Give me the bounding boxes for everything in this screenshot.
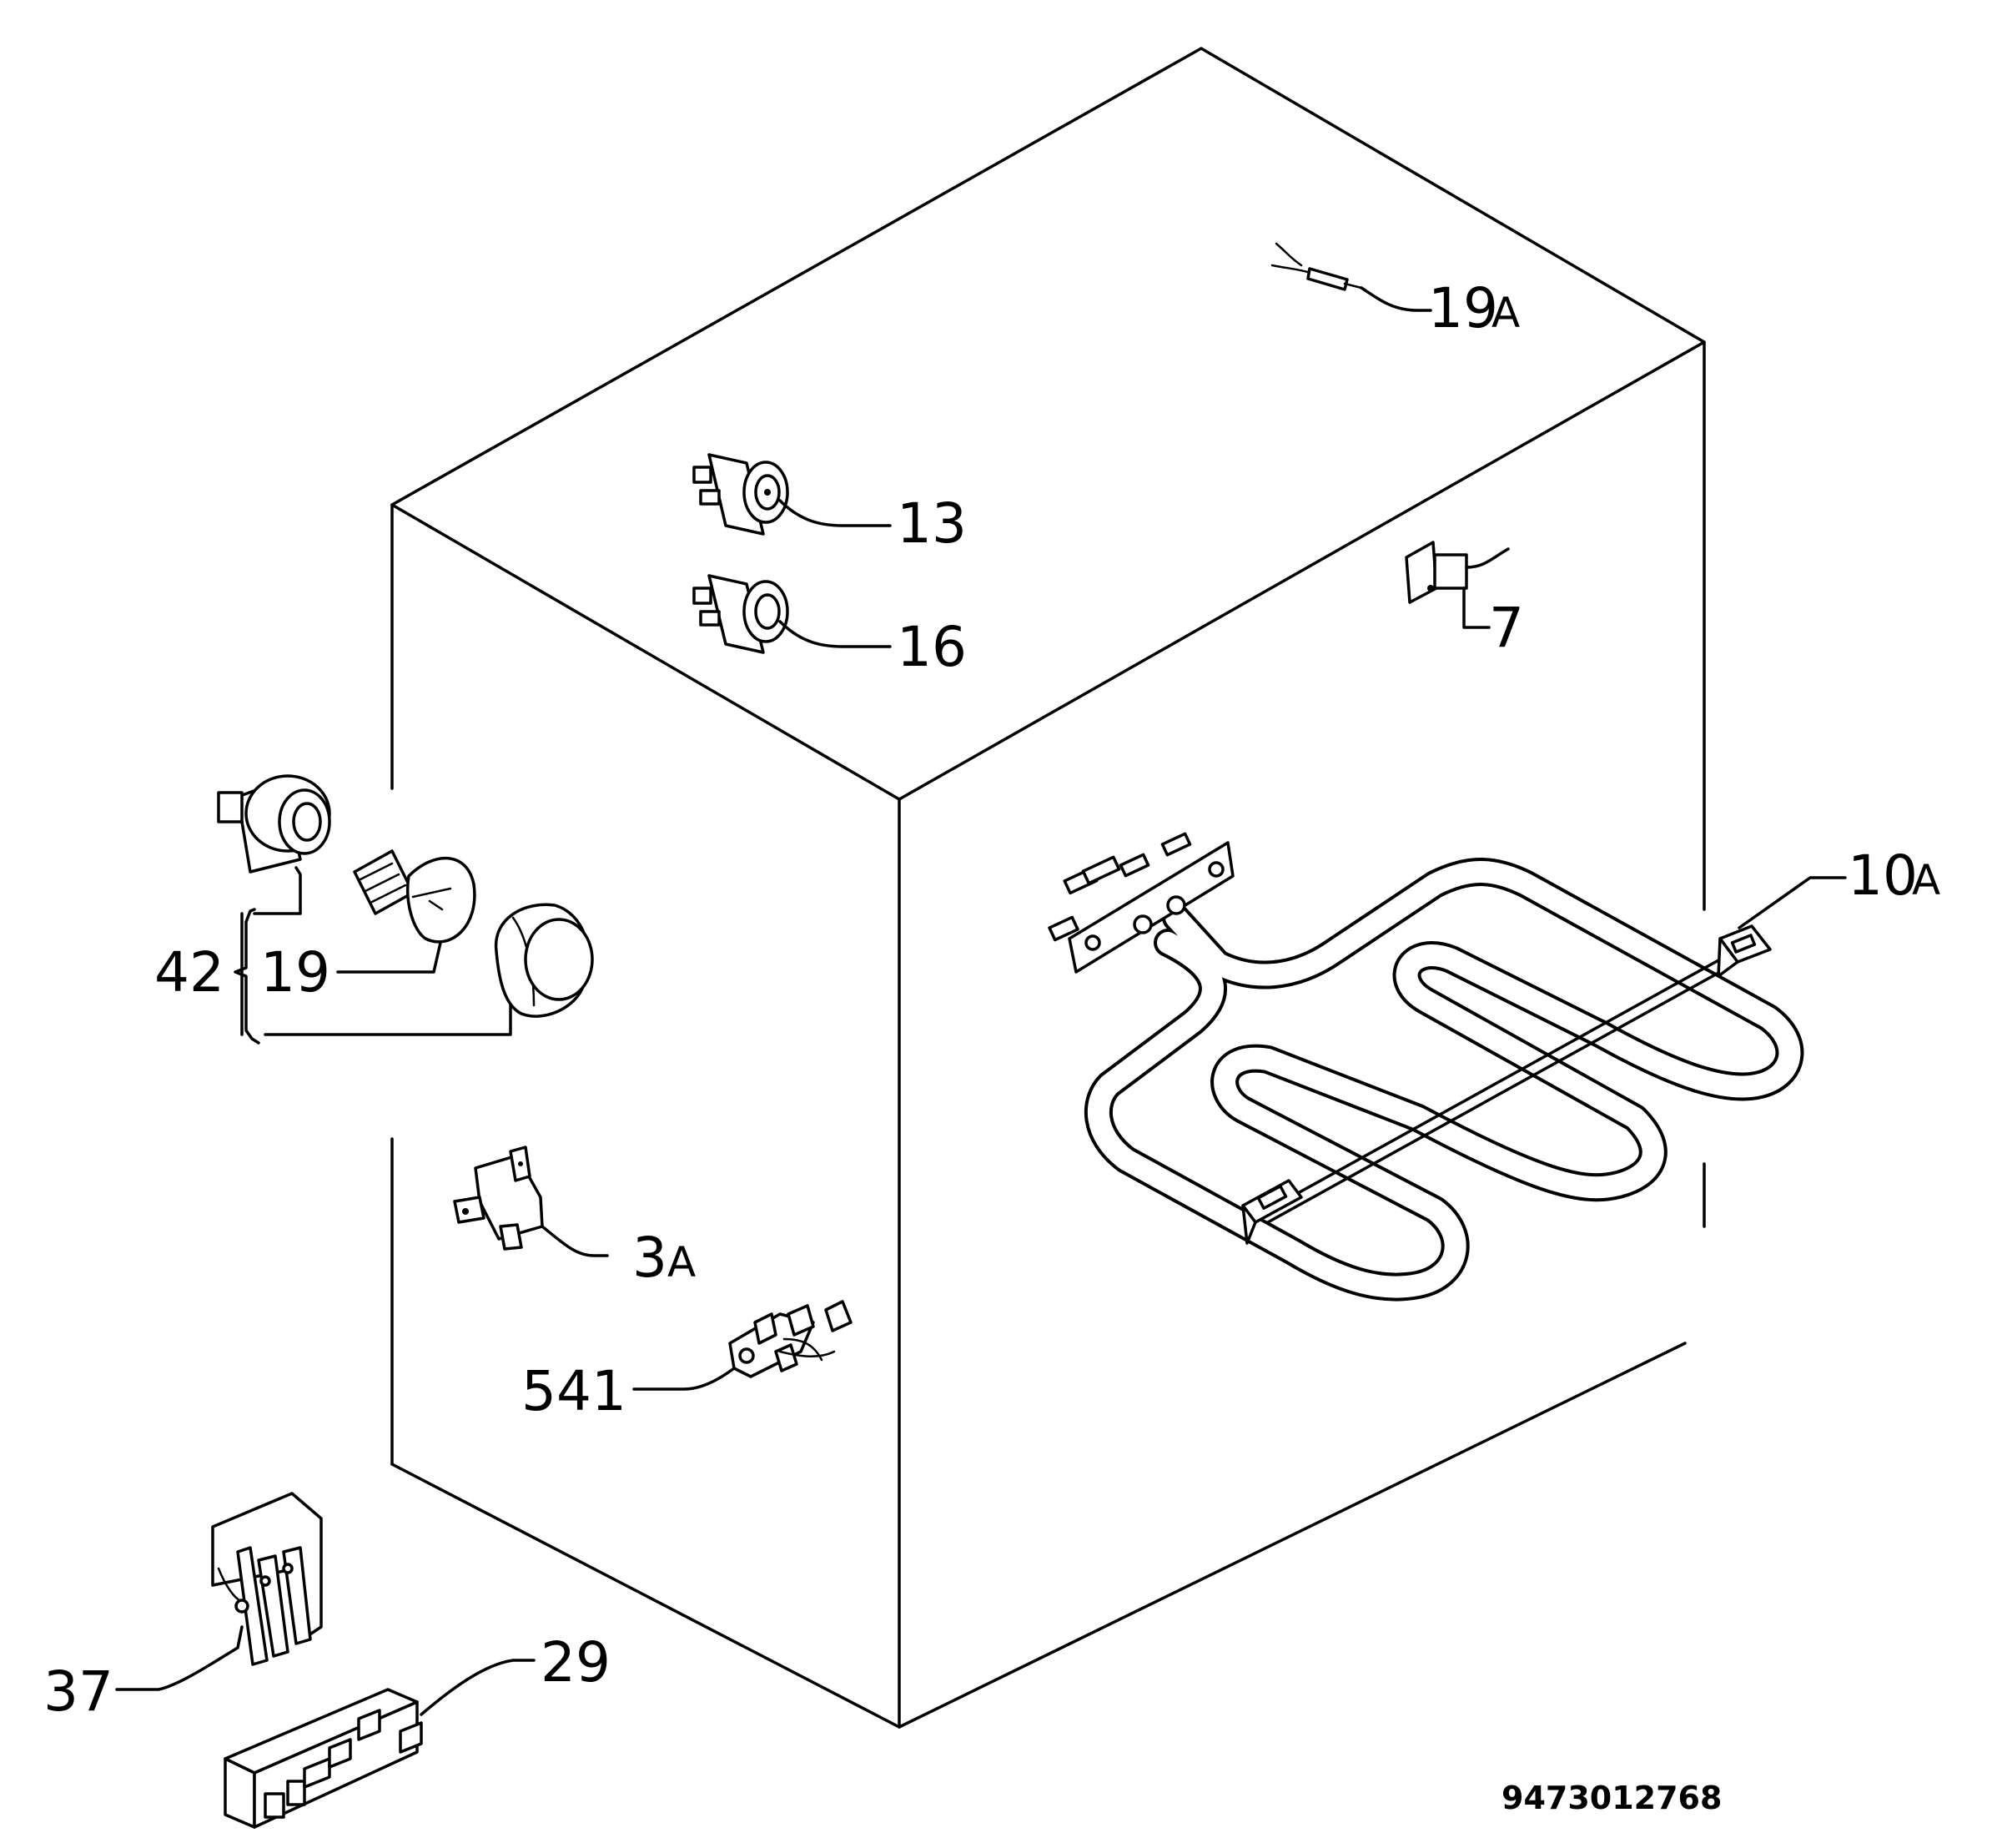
oven-cabinet-outline	[390, 47, 1706, 1729]
heating-element[interactable]	[1048, 832, 1847, 1302]
part-42-bracket-brace	[234, 908, 260, 1045]
drawing-number: 9473012768	[1502, 1780, 1722, 1816]
label-3a-suffix: A	[667, 1238, 696, 1287]
part-19-lamp-bulb[interactable]	[336, 849, 476, 974]
label-541: 541	[521, 1359, 626, 1423]
label-37: 37	[43, 1659, 113, 1724]
part-29-ignition-generator[interactable]	[224, 1659, 536, 1829]
label-29: 29	[541, 1630, 611, 1694]
label-10a-suffix: A	[1912, 856, 1940, 904]
part-37-bracket[interactable]	[115, 1492, 323, 1691]
part-19a-sensor[interactable]	[1270, 242, 1432, 312]
label-3a-number: 3	[632, 1226, 667, 1290]
part-13-switch[interactable]	[692, 453, 892, 536]
part-16-switch[interactable]	[692, 574, 892, 654]
part-7-microswitch[interactable]	[1405, 541, 1510, 629]
label-10a: 10 A	[1848, 843, 1940, 908]
label-42: 42	[154, 940, 224, 1005]
part-42-lamp-holder[interactable]	[217, 774, 331, 915]
label-7: 7	[1489, 596, 1524, 660]
part-541-terminal-block[interactable]	[632, 1300, 853, 1391]
label-19a: 19 A	[1428, 276, 1520, 340]
label-19a-suffix: A	[1491, 289, 1520, 337]
label-13: 13	[897, 491, 967, 556]
label-16: 16	[897, 615, 967, 679]
part-3a-thermostat[interactable]	[453, 1146, 609, 1257]
label-3a: 3 A	[632, 1226, 696, 1290]
part-42-lamp-cover[interactable]	[264, 903, 594, 1036]
label-19: 19	[260, 940, 330, 1005]
label-10a-number: 10	[1848, 843, 1918, 908]
label-19a-number: 19	[1428, 276, 1498, 340]
